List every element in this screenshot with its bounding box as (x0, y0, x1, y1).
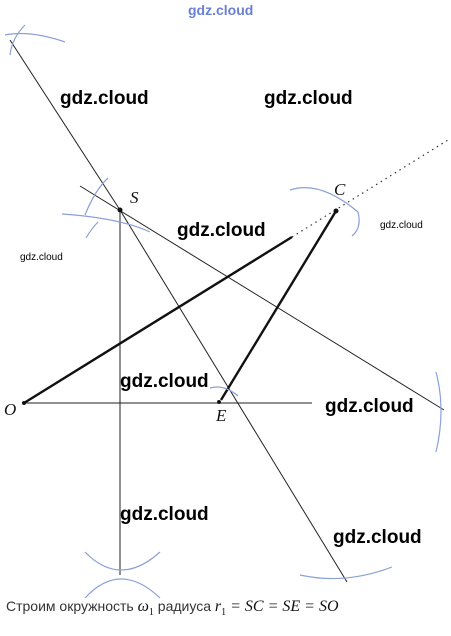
caption-text: Строим окружность (6, 598, 134, 614)
construction-arc-S-cross (61, 213, 151, 233)
construction-arc-bottom-right (299, 566, 393, 580)
caption-formula: r1 = SC = SE = SO (214, 598, 339, 619)
label-C: C (334, 180, 346, 199)
construction-arc-right (435, 371, 442, 453)
construction-arc-S-left-2 (85, 221, 99, 239)
construction-arc-top-left (4, 32, 66, 43)
label-E: E (216, 406, 227, 425)
watermark: gdz.cloud (333, 527, 422, 548)
watermark: gdz.cloud (177, 220, 266, 241)
watermark: gdz.cloud (264, 88, 353, 109)
point-O-dot (22, 401, 26, 405)
watermark: gdz.cloud (60, 88, 149, 109)
construction-arc-top-left-2 (9, 24, 26, 56)
label-O: O (4, 400, 17, 419)
construction-arc-bottom-1 (84, 551, 161, 571)
watermark: gdz.cloud (325, 396, 414, 417)
point-C-dot (333, 208, 339, 214)
caption: Строим окружность ω1 радиуса r1 = SC = S… (6, 598, 339, 618)
line-through-S-to-bottom (119, 209, 348, 583)
label-S: S (130, 188, 139, 207)
segment-EC (219, 210, 338, 401)
line-upper-left-diagonal (9, 39, 121, 211)
caption-omega: ω1 (137, 598, 154, 619)
construction-arc-E (209, 386, 239, 397)
watermark: gdz.cloud (380, 220, 423, 231)
line-S-to-right (79, 185, 445, 411)
watermark: gdz.cloud (20, 252, 63, 263)
segment-OA (23, 235, 293, 405)
construction-arc-bottom-2 (84, 578, 161, 599)
point-S-dot (117, 207, 123, 213)
caption-radius-word: радиуса (157, 598, 211, 614)
watermark: gdz.cloud (120, 504, 209, 525)
construction-arc-S-left (84, 177, 109, 216)
watermark-top: gdz.cloud (188, 2, 254, 18)
construction-arc-C (289, 187, 360, 237)
point-E-dot (217, 400, 221, 404)
watermark: gdz.cloud (120, 371, 209, 392)
